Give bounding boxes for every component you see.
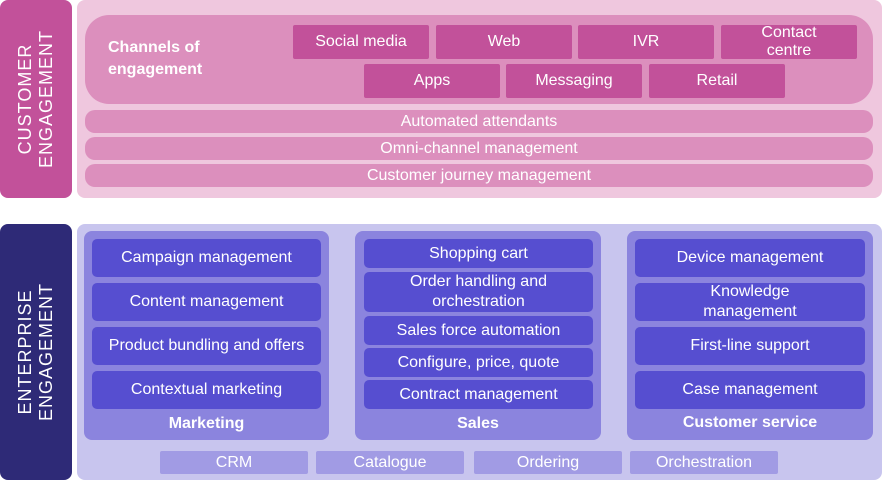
customer-engagement-label: CUSTOMER ENGAGEMENT [0,0,72,198]
channel-messaging: Messaging [506,64,642,98]
tag-ordering: Ordering [474,451,622,474]
customer-service-item: Knowledge management [635,283,865,321]
tag-catalogue: Catalogue [316,451,464,474]
marketing-item: Content management [92,283,321,321]
channels-title: Channels of engagement [108,39,203,78]
channel-social-media: Social media [293,25,429,59]
tag-orchestration: Orchestration [630,451,778,474]
bar-automated-attendants: Automated attendants [85,110,873,133]
channel-ivr: IVR [578,25,714,59]
sales-item: Shopping cart [364,239,593,268]
sales-item: Configure, price, quote [364,348,593,377]
customer-service-item: Device management [635,239,865,277]
marketing-item: Contextual marketing [92,371,321,409]
customer-service-title: Customer service [682,414,818,431]
channel-contact-centre: Contact centre [721,24,857,59]
customer-engagement-label-text: CUSTOMER ENGAGEMENT [15,29,57,169]
customer-service-item: First-line support [635,327,865,365]
sales-item: Sales force automation [364,316,593,345]
marketing-item: Campaign management [92,239,321,277]
customer-service-item: Case management [635,371,865,409]
sales-title: Sales [457,415,499,432]
bar-omni-channel-management: Omni-channel management [85,137,873,160]
marketing-title: Marketing [168,415,245,432]
bar-customer-journey-management: Customer journey management [85,164,873,187]
sales-item: Order handling and orchestration [364,272,593,312]
enterprise-engagement-label-text: ENTERPRISE ENGAGEMENT [15,282,57,422]
channel-retail: Retail [649,64,785,98]
sales-item: Contract management [364,380,593,409]
channel-web: Web [436,25,572,59]
marketing-item: Product bundling and offers [92,327,321,365]
channel-apps: Apps [364,64,500,98]
tag-crm: CRM [160,451,308,474]
enterprise-engagement-label: ENTERPRISE ENGAGEMENT [0,224,72,480]
